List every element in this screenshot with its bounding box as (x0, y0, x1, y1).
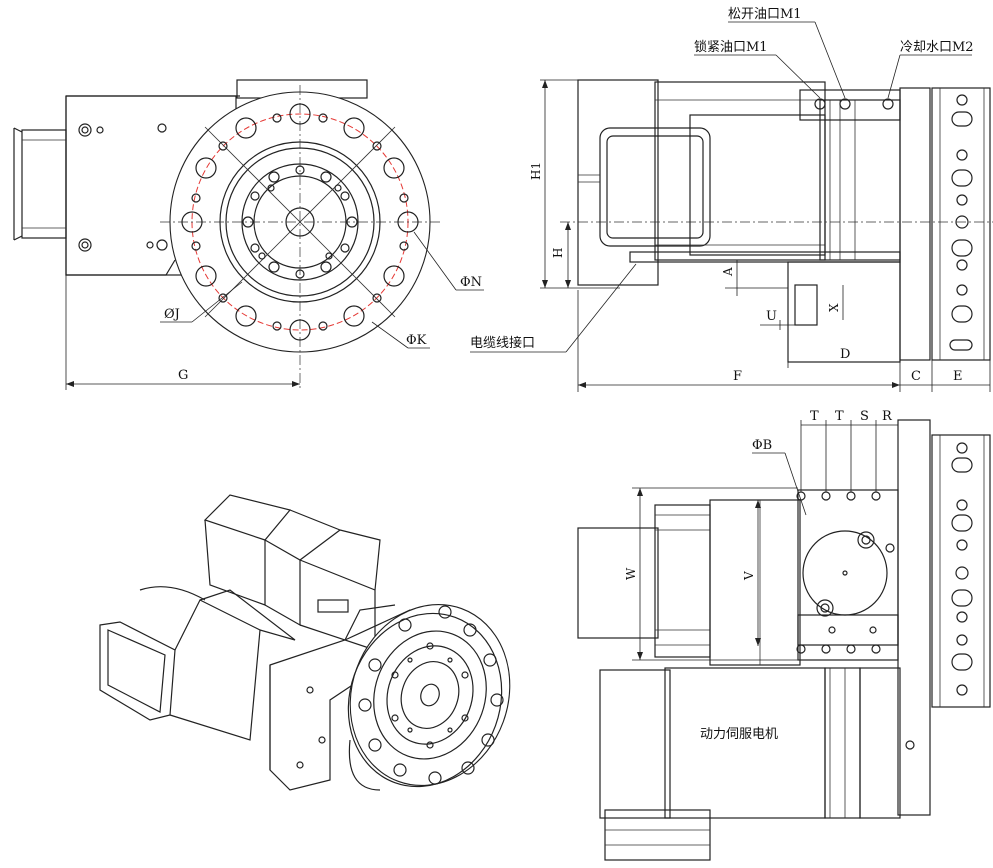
dim-s-label: S (860, 409, 869, 424)
dim-r-label: R (882, 409, 893, 424)
dim-h-label: H (551, 248, 565, 258)
dim-x-label: X (827, 303, 841, 312)
dim-g-label: G (178, 368, 188, 383)
dim-e-label: E (953, 369, 963, 384)
cooling-water-port-label: 冷却水口M2 (900, 40, 974, 55)
dim-d-label: D (840, 347, 850, 362)
dim-b-label: ΦB (752, 438, 772, 453)
dim-j-label: ØJ (164, 307, 180, 322)
front-view: G ØJ ΦK ΦN (13, 79, 484, 390)
dim-t1-label: T (810, 409, 819, 424)
dim-n-label: ΦN (460, 275, 482, 290)
dim-v-label: V (742, 571, 756, 581)
dim-f-label: F (733, 369, 742, 384)
dim-c-label: C (911, 369, 921, 384)
isometric-view (99, 494, 511, 791)
dim-t2-label: T (835, 409, 844, 424)
dim-a-label: A (721, 267, 735, 277)
dim-u-label: U (766, 309, 777, 324)
dim-w-label: W (624, 567, 638, 580)
dim-k-label: ΦK (406, 333, 427, 348)
cable-port-label: 电缆线接口 (470, 335, 535, 351)
side-view: H1 H A U X D F C E 松开油口M1 (470, 7, 993, 392)
release-oil-port-label: 松开油口M1 (728, 7, 802, 22)
servo-motor-label: 动力伺服电机 (700, 727, 778, 742)
dim-h1-label: H1 (529, 162, 543, 180)
top-view: 动力伺服电机 W V T T S R ΦB (577, 409, 991, 861)
lock-oil-port-label: 锁紧油口M1 (694, 39, 768, 55)
